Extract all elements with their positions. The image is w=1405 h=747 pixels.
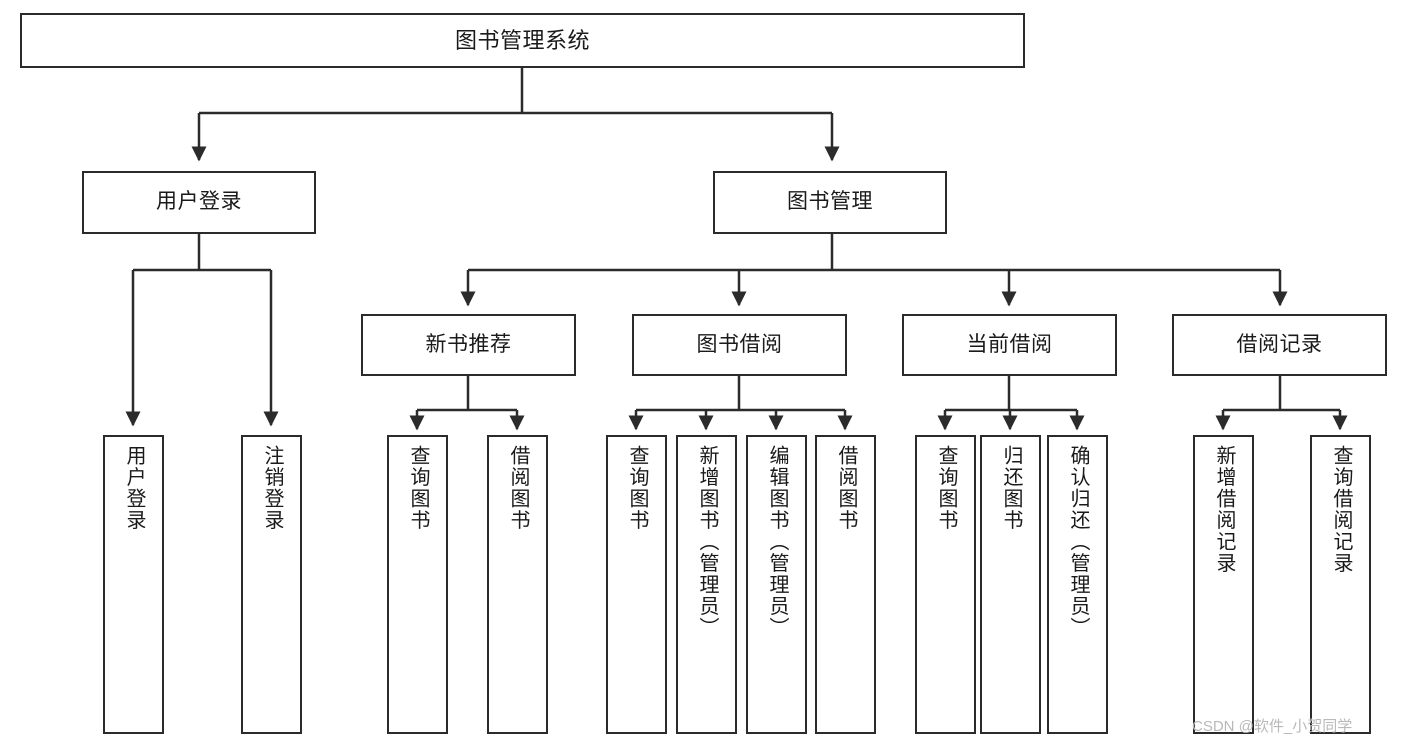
- node-label: 查询借阅记录: [1330, 445, 1352, 574]
- node-label: 确认归还（管理员）: [1067, 445, 1089, 639]
- node-label: 归还图书: [1000, 445, 1022, 531]
- leaf-book-borrow-query[interactable]: 查询图书: [606, 435, 667, 734]
- node-label: 新增借阅记录: [1213, 445, 1235, 574]
- node-label: 查询图书: [935, 445, 957, 531]
- leaf-user-login-login[interactable]: 用户登录: [103, 435, 164, 734]
- leaf-current-borrow-return[interactable]: 归还图书: [980, 435, 1041, 734]
- leaf-book-borrow-add[interactable]: 新增图书（管理员）: [676, 435, 737, 734]
- leaf-book-borrow-borrow[interactable]: 借阅图书: [815, 435, 876, 734]
- node-label: 查询图书: [626, 445, 648, 531]
- node-label: 用户登录: [123, 445, 145, 531]
- node-label: 新书推荐: [425, 332, 512, 356]
- leaf-book-borrow-edit[interactable]: 编辑图书（管理员）: [746, 435, 807, 734]
- leaf-user-login-logout[interactable]: 注销登录: [241, 435, 302, 734]
- node-borrow-record[interactable]: 借阅记录: [1172, 314, 1387, 376]
- node-label: 新增图书（管理员）: [696, 445, 718, 639]
- node-book-borrow[interactable]: 图书借阅: [632, 314, 847, 376]
- node-label: 编辑图书（管理员）: [766, 445, 788, 639]
- node-label: 当前借阅: [966, 332, 1053, 356]
- node-label: 图书管理系统: [454, 27, 590, 53]
- node-label: 借阅图书: [507, 445, 529, 531]
- node-label: 查询图书: [407, 445, 429, 531]
- node-label: 注销登录: [261, 445, 283, 531]
- node-new-book-recommend[interactable]: 新书推荐: [361, 314, 576, 376]
- leaf-borrow-record-query[interactable]: 查询借阅记录: [1310, 435, 1371, 734]
- node-label: 借阅记录: [1236, 332, 1323, 356]
- leaf-current-borrow-query[interactable]: 查询图书: [915, 435, 976, 734]
- node-label: 图书借阅: [696, 332, 783, 356]
- node-label: 用户登录: [156, 190, 242, 214]
- leaf-new-book-borrow[interactable]: 借阅图书: [487, 435, 548, 734]
- node-root-system[interactable]: 图书管理系统: [20, 13, 1025, 68]
- node-user-login[interactable]: 用户登录: [82, 171, 316, 234]
- node-label: 图书管理: [787, 190, 873, 214]
- node-current-borrow[interactable]: 当前借阅: [902, 314, 1117, 376]
- leaf-current-borrow-confirm[interactable]: 确认归还（管理员）: [1047, 435, 1108, 734]
- leaf-new-book-query[interactable]: 查询图书: [387, 435, 448, 734]
- node-label: 借阅图书: [835, 445, 857, 531]
- node-book-management[interactable]: 图书管理: [713, 171, 947, 234]
- leaf-borrow-record-add[interactable]: 新增借阅记录: [1193, 435, 1254, 734]
